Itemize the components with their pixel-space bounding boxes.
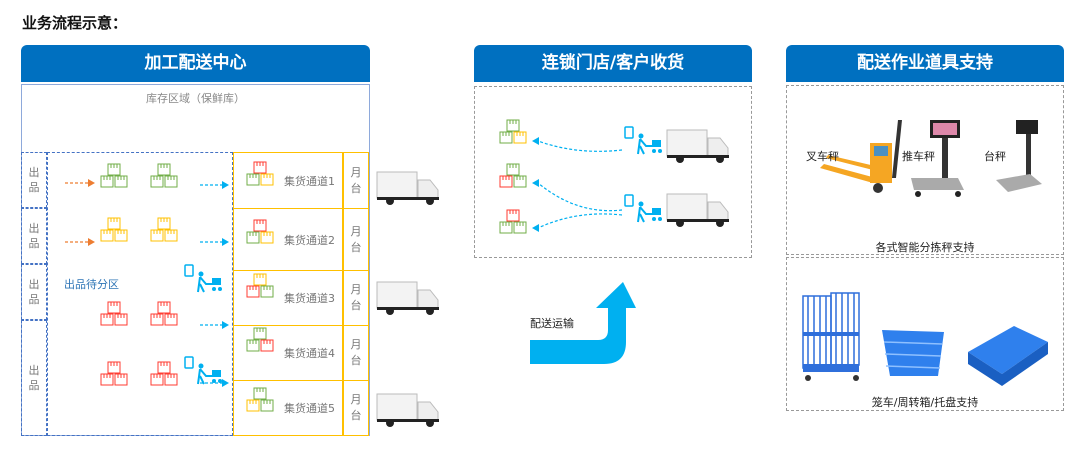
- goods-boxes-icon: [150, 301, 178, 326]
- pallet-icon: [968, 326, 1048, 386]
- waiting-zone: [47, 152, 233, 436]
- dock: 月 台: [343, 270, 369, 326]
- forklift-scale-icon: [820, 120, 902, 193]
- channel-label: 集货通道4: [284, 347, 335, 360]
- storage-label: 库存区域（保鲜库）: [146, 92, 245, 105]
- out-row: 出 品: [21, 152, 47, 208]
- goods-boxes-icon: [246, 387, 274, 412]
- picker-worker-icon: [624, 126, 662, 155]
- truck-icon: [376, 171, 439, 205]
- truck-icon: [666, 193, 729, 227]
- goods-boxes-icon: [100, 163, 128, 188]
- scales-area: [786, 85, 1064, 255]
- channel-label: 集货通道1: [284, 174, 335, 188]
- tools-header: 配送作业道具支持: [786, 45, 1064, 82]
- flow-arrow: [200, 181, 229, 189]
- delivery-arrow: [532, 137, 622, 152]
- cage-cart-icon: [802, 292, 860, 381]
- delivery-arrow: [532, 213, 622, 232]
- channel-label: 集货通道3: [284, 292, 335, 305]
- dock: 月 台: [343, 380, 369, 436]
- goods-boxes-icon: [150, 361, 178, 386]
- flow-arrow: [200, 379, 229, 387]
- scale-label: 叉车秤: [806, 150, 839, 163]
- out-row: 出 品: [21, 208, 47, 264]
- flow-arrow: [200, 238, 229, 246]
- trolley-scale-icon: [911, 120, 964, 197]
- truck-icon: [666, 129, 729, 163]
- goods-boxes-icon: [246, 161, 274, 186]
- picker-worker-icon: [624, 194, 662, 223]
- dock: 月 台: [343, 152, 369, 209]
- goods-boxes-icon: [150, 217, 178, 242]
- transport-label: 配送运输: [530, 317, 574, 330]
- truck-icon: [376, 393, 439, 427]
- goods-boxes-icon: [246, 219, 274, 244]
- store-receiving-header: 连锁门店/客户收货: [474, 45, 752, 82]
- out-row: 出 品: [21, 320, 47, 436]
- flow-arrow: [200, 321, 229, 329]
- scale-label: 推车秤: [902, 150, 935, 163]
- dock: 月 台: [343, 208, 369, 271]
- waiting-zone-label: 出品待分区: [64, 278, 119, 291]
- page-title: 业务流程示意：: [22, 14, 128, 32]
- scale-label: 台秤: [984, 150, 1006, 163]
- goods-boxes-icon: [246, 327, 274, 352]
- channel-label: 集货通道2: [284, 233, 335, 247]
- goods-boxes-icon: [150, 163, 178, 188]
- processing-center-header: 加工配送中心: [21, 45, 370, 82]
- containers-caption: 笼车/周转箱/托盘支持: [871, 396, 979, 409]
- channel-label: 集货通道5: [284, 402, 335, 415]
- transport-arrow-icon: [530, 282, 636, 364]
- goods-boxes-icon: [499, 119, 527, 144]
- goods-boxes-icon: [100, 217, 128, 242]
- goods-boxes-icon: [246, 273, 274, 298]
- dock: 月 台: [343, 325, 369, 381]
- truck-icon: [376, 281, 439, 315]
- channel-5: 集货通道5: [233, 380, 343, 436]
- goods-boxes-icon: [499, 209, 527, 234]
- goods-boxes-icon: [100, 301, 128, 326]
- flow-arrow: [65, 179, 95, 187]
- platform-scale-icon: [996, 120, 1042, 192]
- delivery-arrow: [532, 179, 622, 212]
- picker-worker-icon: [184, 356, 222, 385]
- containers-area: [786, 257, 1064, 411]
- flow-arrow: [65, 238, 95, 246]
- picker-worker-icon: [184, 264, 222, 293]
- scales-caption: 各式智能分拣秤支持: [875, 241, 975, 254]
- goods-boxes-icon: [499, 163, 527, 188]
- out-row: 出 品: [21, 264, 47, 320]
- store-receiving-area: [474, 86, 752, 258]
- turnover-box-icon: [882, 330, 944, 376]
- goods-boxes-icon: [100, 361, 128, 386]
